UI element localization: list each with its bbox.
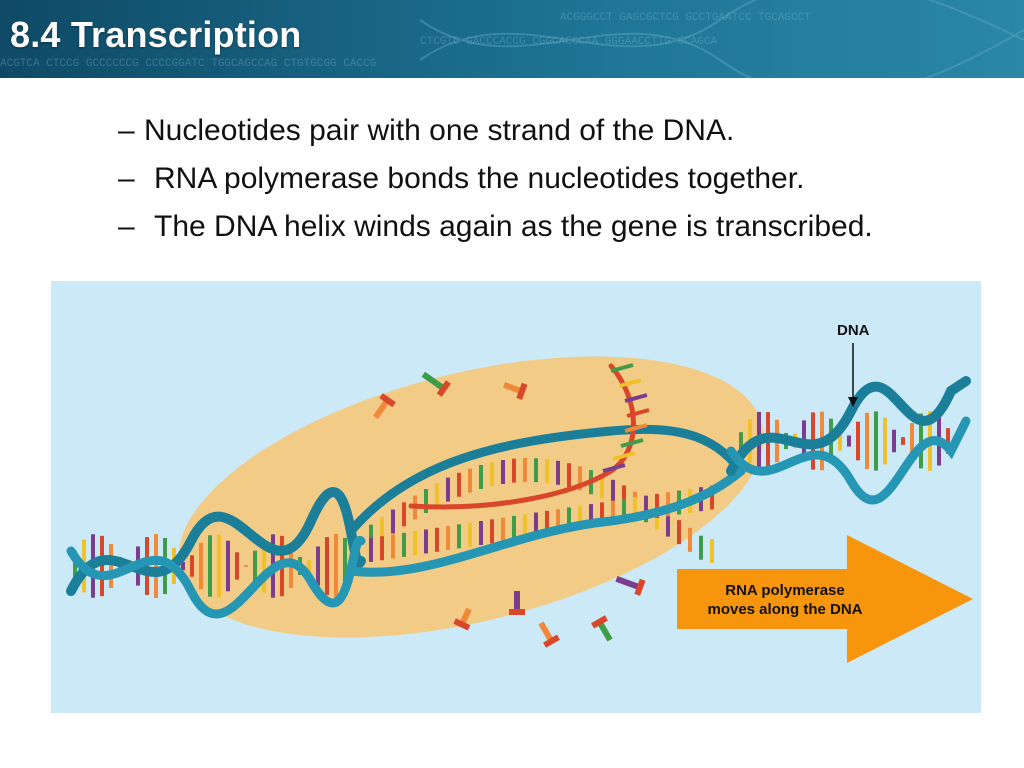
rna-base [612, 451, 636, 461]
free-nucleotides [373, 371, 646, 648]
rna-base [610, 363, 634, 373]
transcription-diagram: DNA RNA polymerase moves along the DNA [51, 281, 981, 713]
bullet-dash: – [118, 114, 135, 147]
arrow-caption-line2: moves along the DNA [707, 601, 863, 618]
rna-base [624, 393, 648, 403]
right-dna-strand-a [726, 376, 971, 476]
dna-sequence-background: ACGGGCCT GAGCGCTCG GCCTGAATCC TGCAGCCT C… [0, 0, 1024, 78]
dna-pointer-arrowhead [848, 397, 858, 407]
rna-base [624, 423, 648, 433]
bullet-item: –Nucleotides pair with one strand of the… [118, 108, 873, 156]
rna-strand [408, 363, 636, 510]
svg-text:ACGGGCCT GAGCGCTCG GCCTGAATCC: ACGGGCCT GAGCGCTCG GCCTGAATCC TGCAGCCT [560, 12, 811, 24]
arrow-caption-line1: RNA polymerase [725, 582, 845, 599]
bullet-dash: – [118, 162, 135, 195]
dna-label: DNA [837, 322, 870, 339]
rna-base [618, 378, 642, 388]
bullet-dash: – [118, 210, 135, 243]
rna-base [626, 408, 650, 418]
dna-coding-strand [346, 424, 746, 536]
bullet-item: –RNA polymerase bonds the nucleotides to… [118, 156, 873, 204]
rna-base [620, 438, 644, 448]
bullet-text: RNA polymerase bonds the nucleotides tog… [154, 162, 805, 195]
arrow-caption: RNA polymerase moves along the DNA [685, 581, 885, 619]
diagram-artwork [66, 343, 973, 663]
rna-base [602, 463, 626, 473]
svg-text:CTCGTC GACCCACCG CGGCACCCAA GG: CTCGTC GACCCACCG CGGCACCCAA GGGAACCTTG G… [420, 36, 717, 48]
title-bar: ACGGGCCT GAGCGCTCG GCCTGAATCC TGCAGCCT C… [0, 0, 1024, 78]
direction-arrow [677, 535, 973, 663]
right-dna-strand-b [726, 416, 971, 505]
svg-text:ACGTCA CTCCG GCCCCCCG CCCCGGAT: ACGTCA CTCCG GCCCCCCG CCCCGGATC TGGCAGCC… [0, 58, 376, 70]
dna-template-strand [346, 466, 746, 577]
bullet-text: Nucleotides pair with one strand of the … [144, 114, 735, 147]
rna-nucleotides [602, 363, 650, 473]
slide-title: 8.4 Transcription [10, 14, 302, 55]
bullet-item: –The DNA helix winds again as the gene i… [118, 204, 873, 252]
bullet-text: The DNA helix winds again as the gene is… [154, 210, 873, 243]
left-dna-strand-b [66, 536, 366, 619]
bullet-list: –Nucleotides pair with one strand of the… [118, 108, 873, 252]
